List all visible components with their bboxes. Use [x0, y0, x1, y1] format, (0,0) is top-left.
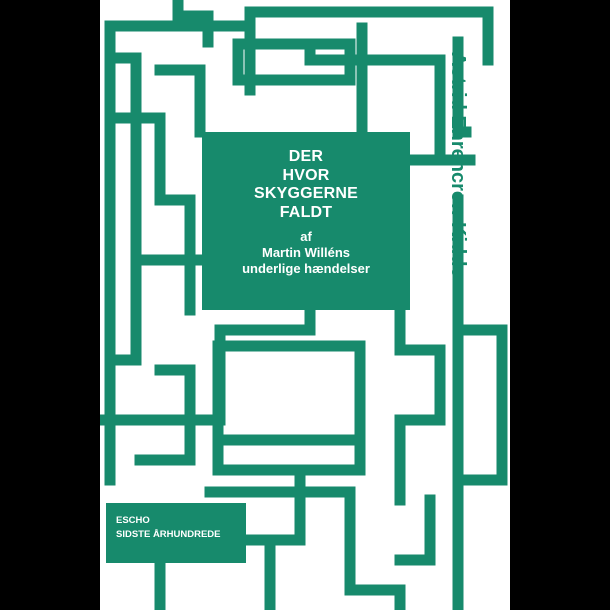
maze-line [344, 584, 406, 610]
title-line-2: HVOR [282, 166, 330, 184]
maze-line [212, 340, 366, 476]
maze-line [134, 364, 196, 466]
maze-line [304, 38, 446, 166]
title-block: DER HVOR SKYGGERNE FALDT af Martin Willé… [202, 132, 410, 310]
maze-line [394, 494, 436, 566]
maze-line [394, 414, 446, 506]
maze-line [100, 304, 316, 426]
maze-line [104, 112, 166, 206]
author-name: Astrid Ehrencron-Kidde [447, 52, 469, 278]
maze-line [104, 52, 142, 124]
maze-line [154, 64, 206, 138]
series-block: ESCHO SIDSTE ÅRHUNDREDE [106, 503, 246, 563]
maze-pattern [100, 0, 508, 610]
maze-line [104, 112, 142, 366]
publisher-name: ESCHO [116, 515, 150, 526]
maze-line [394, 304, 446, 426]
book-cover: DER HVOR SKYGGERNE FALDT af Martin Willé… [100, 0, 510, 610]
maze-line [452, 324, 508, 486]
maze-line [244, 6, 406, 32]
subtitle-line-1: af [300, 229, 312, 244]
subtitle-line-3: underlige hændelser [242, 261, 370, 276]
subtitle-line-2: Martin Willéns [261, 245, 350, 260]
maze-line [204, 486, 356, 596]
title-line-1: DER [288, 148, 324, 165]
title-line-4: FALDT [279, 203, 333, 221]
maze-line [452, 36, 472, 138]
title-line-3: SKYGGERNE [253, 185, 359, 202]
maze-line [394, 6, 494, 66]
series-name: SIDSTE ÅRHUNDREDE [116, 529, 221, 540]
maze-line [154, 194, 196, 316]
